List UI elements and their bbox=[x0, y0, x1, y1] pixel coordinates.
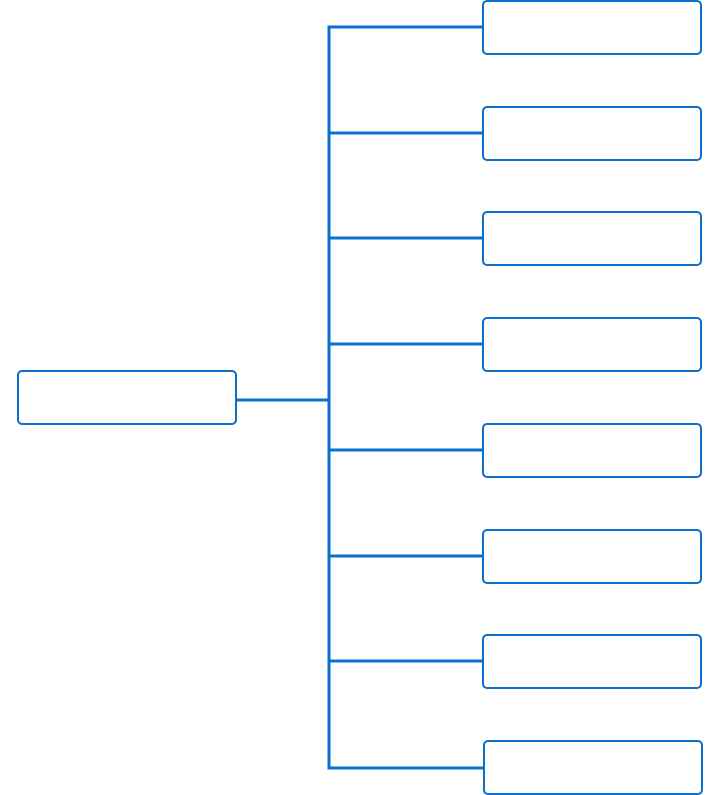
child-node-6 bbox=[482, 529, 702, 584]
child-node-8 bbox=[483, 740, 703, 795]
connectors bbox=[234, 25, 485, 770]
child-node-5 bbox=[482, 423, 702, 478]
child-node-3 bbox=[482, 211, 702, 266]
child-node-1 bbox=[482, 0, 702, 55]
child-node-2 bbox=[482, 106, 702, 161]
root-node bbox=[17, 370, 237, 425]
child-node-7 bbox=[482, 634, 702, 689]
child-node-4 bbox=[482, 317, 702, 372]
